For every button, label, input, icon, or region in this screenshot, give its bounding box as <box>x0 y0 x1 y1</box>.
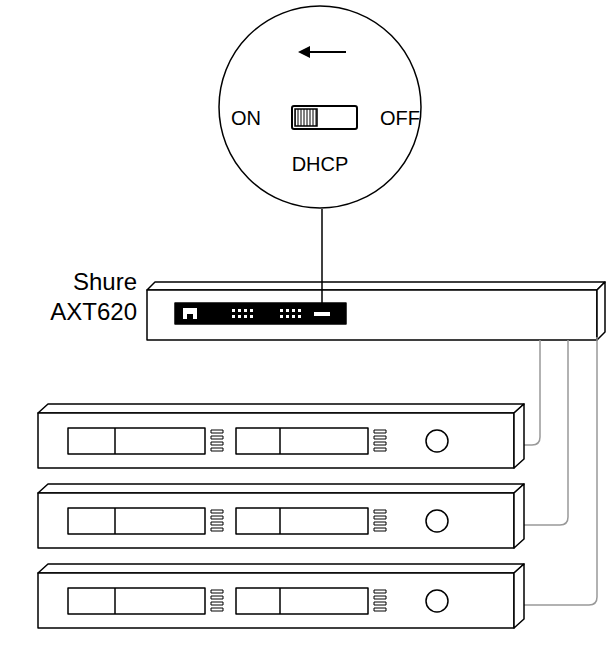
dhcp-switch <box>292 106 357 129</box>
axt620-device <box>147 282 605 340</box>
connectors <box>322 209 323 290</box>
switch-label: DHCP <box>292 152 349 176</box>
switch-label: ON <box>231 106 261 130</box>
device-label: Shure AXT620 <box>50 267 137 327</box>
dhcp-callout-circle: ON OFF DHCP <box>218 5 422 209</box>
direction-arrow <box>298 46 346 58</box>
axt620-device: Shure AXT620 <box>147 282 605 340</box>
cables <box>524 337 597 605</box>
leader-line <box>321 209 323 290</box>
switch-label: OFF <box>380 106 420 130</box>
port-dots <box>232 309 301 318</box>
receivers <box>38 404 524 628</box>
